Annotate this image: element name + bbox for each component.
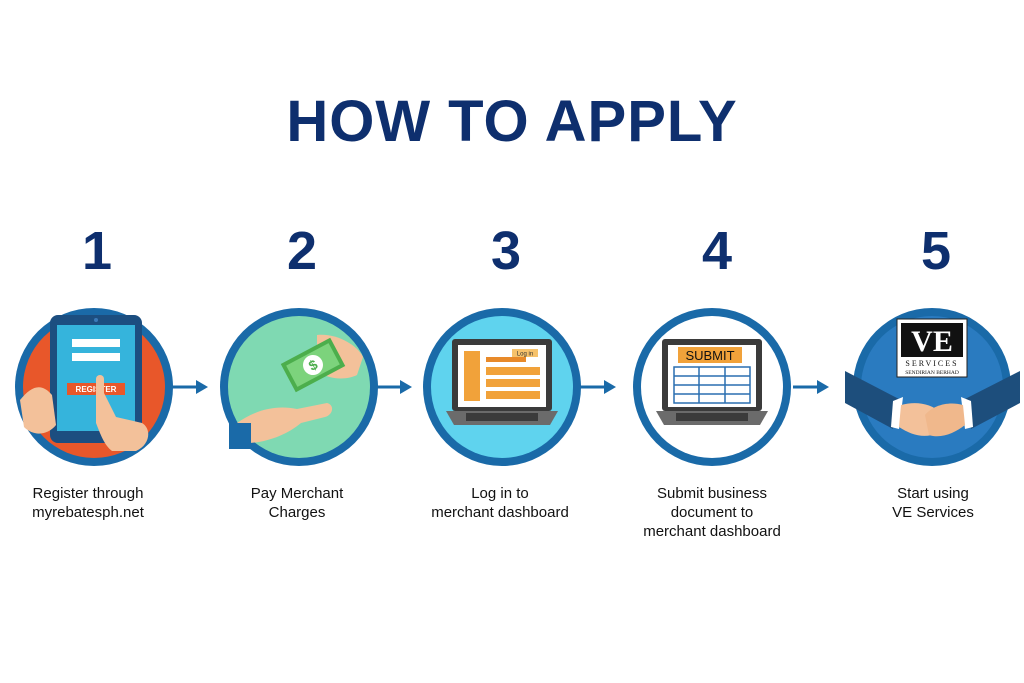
step-3-caption: Log in to merchant dashboard <box>400 484 600 522</box>
arrow-right-icon <box>580 380 616 394</box>
hand-money-icon: $ <box>220 308 378 466</box>
ve-logo-sub: SENDIRIAN BERHAD <box>905 370 959 376</box>
step-2-circle: $ <box>217 305 381 469</box>
submit-button-label: SUBMIT <box>685 348 734 363</box>
page-title: HOW TO APPLY <box>286 89 738 154</box>
caption-line: Pay Merchant <box>250 485 344 502</box>
caption-line: myrebatesph.net <box>32 504 144 521</box>
caption-line: Start using <box>897 485 969 502</box>
laptop-submit-icon: SUBMIT <box>633 308 791 466</box>
arrow-right-icon <box>793 380 829 394</box>
step-2-caption: Pay Merchant Charges <box>197 484 397 522</box>
arrow-right-icon <box>172 380 208 394</box>
step-5-circle: VE SERVICES SENDIRIAN BERHAD <box>845 305 1020 469</box>
caption-line: Register through <box>32 485 144 502</box>
step-2-number: 2 <box>286 221 318 281</box>
ve-logo-services: SERVICES <box>905 359 958 368</box>
ve-logo-text: VE <box>911 325 953 358</box>
login-button-label: Log in <box>517 352 533 358</box>
caption-line: Log in to <box>471 485 529 502</box>
step-1-circle: REGISTER <box>12 305 176 469</box>
step-4-caption: Submit business document to merchant das… <box>612 484 812 541</box>
caption-line: Submit business <box>656 485 768 502</box>
caption-line: merchant dashboard <box>431 504 569 521</box>
step-3-number: 3 <box>490 221 522 281</box>
arrow-right-icon <box>376 380 412 394</box>
step-1-number: 1 <box>81 221 113 281</box>
step-3-circle: Log in <box>420 305 584 469</box>
step-5-number: 5 <box>920 221 952 281</box>
caption-line: merchant dashboard <box>643 523 781 540</box>
step-4-number: 4 <box>701 221 733 281</box>
step-5-caption: Start using VE Services <box>833 484 1024 522</box>
caption-line: document to <box>670 504 754 521</box>
laptop-login-icon: Log in <box>423 308 581 466</box>
tablet-register-icon: REGISTER <box>15 308 173 466</box>
caption-line: VE Services <box>892 504 974 521</box>
step-1-caption: Register through myrebatesph.net <box>0 484 188 522</box>
handshake-icon: VE SERVICES SENDIRIAN BERHAD <box>845 308 1020 466</box>
caption-line: Charges <box>268 504 326 521</box>
step-4-circle: SUBMIT <box>630 305 794 469</box>
